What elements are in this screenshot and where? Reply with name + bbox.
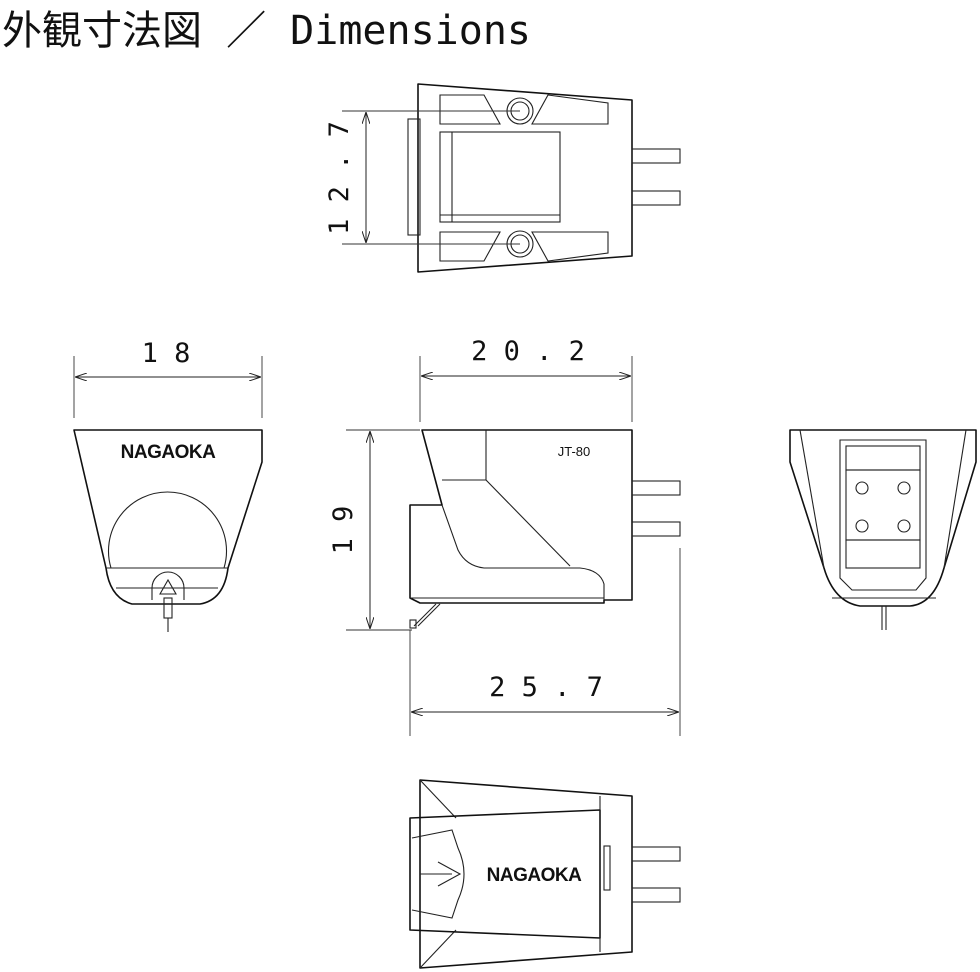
dim-side-length: 2 0 . 2 <box>471 336 585 367</box>
brand-logo-bottom: NAGAOKA <box>487 865 582 886</box>
bottom-view: NAGAOKA <box>409 779 681 969</box>
top-view: 1 2 . 7 <box>324 83 681 273</box>
model-label: JT-80 <box>558 444 591 459</box>
dim-overall-length: 2 5 . 7 <box>489 672 603 703</box>
brand-logo-front: NAGAOKA <box>121 442 216 463</box>
dim-top-height: 1 2 . 7 <box>324 121 355 235</box>
rear-view <box>789 429 977 630</box>
dim-front-width: 1 8 <box>142 338 191 369</box>
dim-side-height: 1 9 <box>328 506 359 555</box>
side-view: JT-80 2 0 . 2 1 9 2 5 . 7 <box>328 336 681 736</box>
page-title: 外観寸法図 ／ Dimensions <box>2 8 531 54</box>
front-view: NAGAOKA 1 8 <box>73 338 263 632</box>
